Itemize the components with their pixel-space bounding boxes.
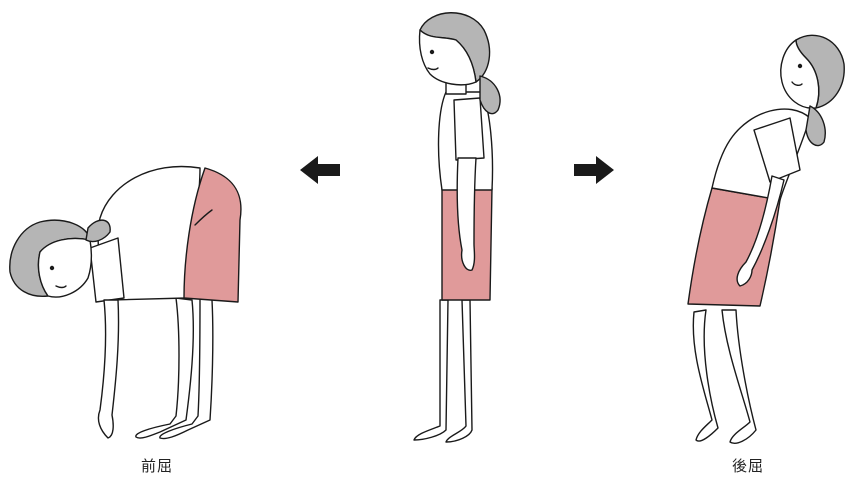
forward-bend-figure	[10, 166, 241, 438]
forward-bend-caption: 前屈	[141, 455, 173, 476]
backward-bend-figure	[688, 35, 844, 443]
right-arrow-icon	[574, 156, 614, 184]
standing-figure	[414, 13, 500, 442]
left-arrow-icon	[300, 156, 340, 184]
backward-bend-caption: 後屈	[732, 455, 764, 476]
